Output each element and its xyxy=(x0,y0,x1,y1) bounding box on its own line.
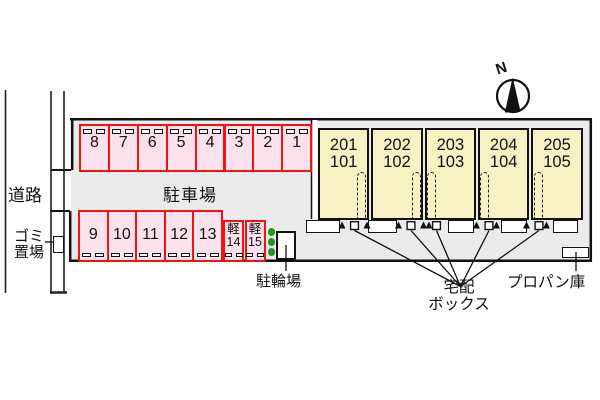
stair-outline xyxy=(533,172,543,218)
parking-spot-12: 12 xyxy=(163,210,195,262)
spot-number: 11 xyxy=(142,226,159,243)
spot-number: 4 xyxy=(205,133,215,151)
entrance-box xyxy=(448,220,474,233)
garbage-box xyxy=(52,236,64,253)
spot-number: 9 xyxy=(88,226,98,243)
spot-number: 6 xyxy=(147,133,157,151)
wheel-stop-marks xyxy=(246,253,264,258)
driveway-entrance-ticks xyxy=(50,169,71,212)
bicycle-parking-box xyxy=(276,231,296,260)
spot-number: 2 xyxy=(263,133,273,151)
parking-spot-11: 11 xyxy=(135,210,166,262)
spot-number: 7 xyxy=(118,133,128,151)
road-label: 道路 xyxy=(8,186,42,205)
garbage-place-label: ゴミ置場 xyxy=(13,228,44,261)
wheel-stop-marks xyxy=(141,129,163,134)
stair-outline xyxy=(427,172,436,218)
parking-spot-8: 8 xyxy=(79,124,110,172)
greenery-icon xyxy=(267,238,275,246)
entrance-box xyxy=(368,220,397,233)
stair-outline xyxy=(480,172,489,218)
stair-outline xyxy=(411,172,421,218)
entrance-box xyxy=(306,220,340,233)
propane-box xyxy=(562,246,589,258)
parking-spot-9: 9 xyxy=(78,210,109,262)
parking-spot-2: 2 xyxy=(252,124,284,172)
wheel-stop-marks xyxy=(82,253,104,258)
bicycle-parking-label: 駐輪場 xyxy=(256,273,302,290)
wheel-stop-marks xyxy=(197,253,219,258)
entrance-box xyxy=(553,220,578,233)
wheel-stop-marks xyxy=(228,129,250,134)
parking-spot-3: 3 xyxy=(223,124,255,172)
wheel-stop-marks xyxy=(111,253,133,258)
parking-spot-1: 1 xyxy=(281,124,313,172)
spot-number: 8 xyxy=(89,133,99,151)
parking-spot-7: 7 xyxy=(107,124,139,172)
spot-number: 5 xyxy=(176,133,186,151)
stair-outline xyxy=(356,172,366,218)
parking-spot-6: 6 xyxy=(136,124,168,172)
wheel-stop-marks xyxy=(83,129,105,134)
delivery-box-label: 宅配ボックス xyxy=(428,279,490,313)
wheel-stop-marks xyxy=(199,129,221,134)
wheel-stop-marks xyxy=(139,253,161,258)
wheel-stop-marks xyxy=(225,253,243,258)
spot-number: 10 xyxy=(112,226,131,243)
parking-spot-5: 5 xyxy=(165,124,197,172)
wheel-stop-marks xyxy=(112,129,134,134)
spot-number: 3 xyxy=(234,133,244,151)
entrance-box xyxy=(501,220,527,233)
wheel-stop-marks xyxy=(170,129,192,134)
parking-lot-label: 駐車場 xyxy=(163,186,217,205)
greenery-icon xyxy=(267,228,275,236)
wheel-stop-marks xyxy=(286,129,308,134)
spot-number: 1 xyxy=(292,133,302,151)
parking-spot-10: 10 xyxy=(106,210,138,262)
road-lines xyxy=(4,90,67,294)
wheel-stop-marks xyxy=(168,253,190,258)
parking-spot-4: 4 xyxy=(194,124,226,172)
spot-number: 12 xyxy=(170,226,188,243)
spot-number: 13 xyxy=(198,226,217,243)
parking-spot-13: 13 xyxy=(192,210,223,262)
wheel-stop-marks xyxy=(257,129,279,134)
walkway-strip xyxy=(312,120,318,219)
propane-storage-label: プロパン庫 xyxy=(507,274,586,291)
greenery-icon xyxy=(267,248,275,256)
